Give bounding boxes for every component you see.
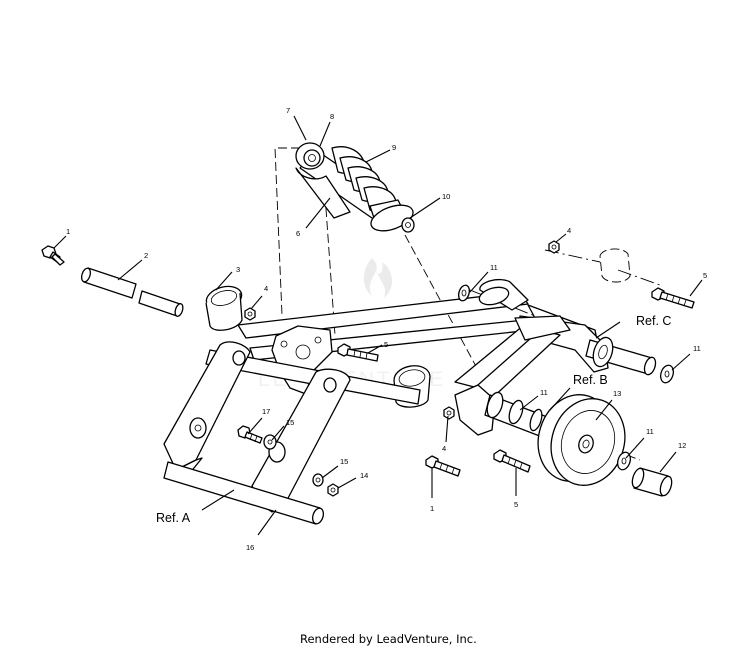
spacer-part-12 [631, 467, 673, 497]
bumper-right [599, 248, 631, 283]
footer-credit: Rendered by LeadVenture, Inc. [300, 632, 477, 646]
callout-15-upper: 15 [286, 418, 294, 427]
axle-ref-b [484, 391, 556, 441]
callout-1-lower: 1 [430, 504, 434, 513]
callout-9: 9 [392, 143, 396, 152]
callouts: 1 2 3 4 5 6 7 8 9 10 11 4 5 11 11 13 11 … [66, 106, 707, 552]
callout-7: 7 [286, 106, 290, 115]
callout-2: 2 [144, 251, 148, 260]
callout-5-left: 5 [384, 340, 388, 349]
shock-absorber [295, 142, 415, 233]
callout-16: 16 [246, 543, 254, 552]
ref-a-label: Ref. A [156, 511, 191, 525]
callout-4-right: 4 [567, 226, 571, 235]
callout-4-upper: 4 [264, 284, 268, 293]
callout-8: 8 [330, 112, 334, 121]
callout-6: 6 [296, 229, 300, 238]
sleeve-part-3 [205, 285, 243, 331]
callout-5-right: 5 [703, 271, 707, 280]
callout-11-ref-b: 11 [540, 388, 548, 397]
right-arm [454, 315, 571, 436]
callout-17: 17 [262, 407, 270, 416]
callout-4-lower: 4 [442, 444, 446, 453]
ref-c-label: Ref. C [636, 314, 671, 328]
callout-5-lower: 5 [514, 500, 518, 509]
ref-b-label: Ref. B [573, 373, 608, 387]
callout-13: 13 [613, 389, 621, 398]
tube-part-2 [80, 267, 184, 317]
lower-crossbar [163, 461, 325, 525]
nuts-part-4 [244, 240, 560, 420]
bolt-part-1-lower [425, 455, 461, 477]
reference-labels: Ref. A Ref. B Ref. C [156, 314, 671, 525]
callout-10: 10 [442, 192, 450, 201]
callout-3: 3 [236, 265, 240, 274]
bolt-part-1-upper [41, 245, 65, 266]
callout-11-top: 11 [490, 263, 498, 272]
callout-12: 12 [678, 441, 686, 450]
bolt-part-17 [237, 425, 263, 444]
leader-lines [53, 115, 703, 536]
callout-11-wheel: 11 [646, 427, 654, 436]
wheel-part-13 [537, 394, 626, 486]
nut-part-14 [327, 483, 339, 497]
shaft-ref-c [585, 336, 657, 376]
callout-11-ref-c: 11 [693, 344, 701, 353]
upper-frame [237, 278, 609, 373]
callout-15-lower: 15 [340, 457, 348, 466]
callout-14: 14 [360, 471, 368, 480]
callout-1-upper: 1 [66, 227, 70, 236]
